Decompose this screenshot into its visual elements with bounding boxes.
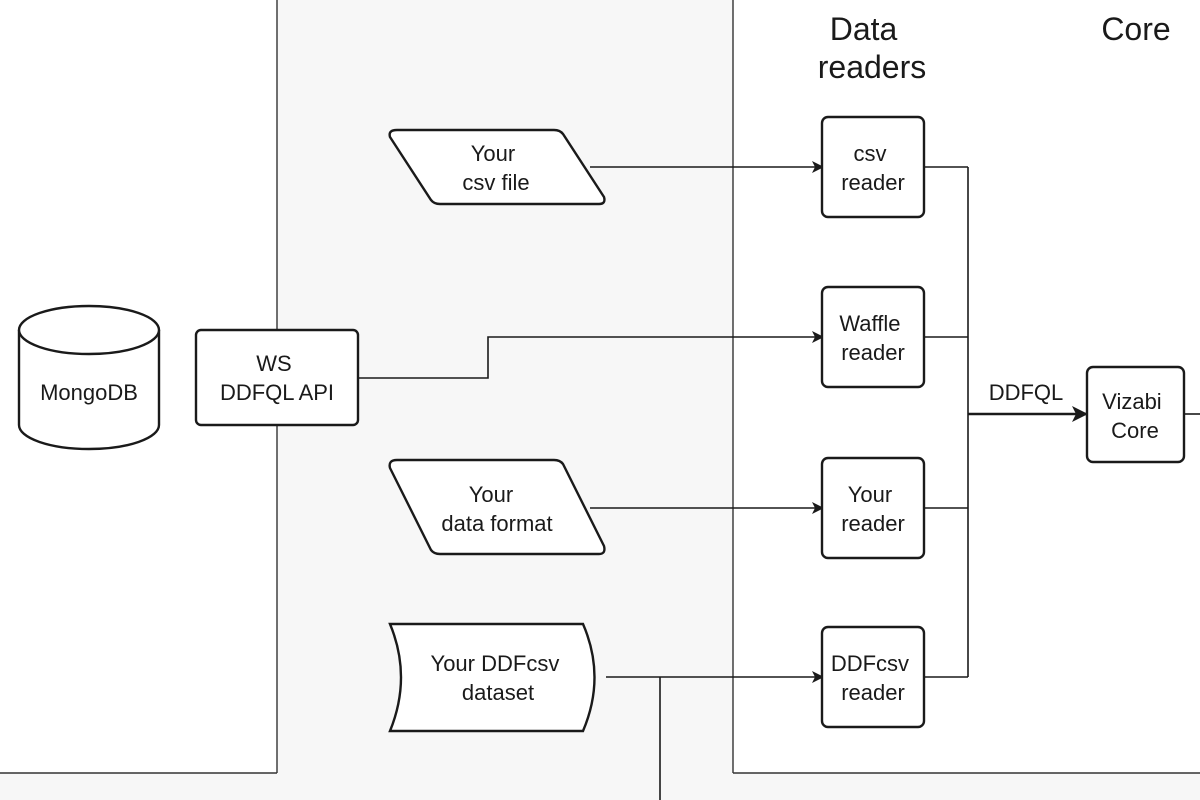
waffle-reader-label: Waffle reader — [839, 311, 906, 365]
csv-file-label: Your csv file — [462, 141, 529, 195]
csv-reader-node: csv reader — [820, 115, 926, 219]
header-data-readers: Data readers — [818, 11, 927, 85]
ddfcsv-reader-node: DDFcsv reader — [820, 625, 926, 729]
ws-ddfql-api-label: WS DDFQL API — [220, 351, 334, 405]
ddfcsv-reader-label: DDFcsv reader — [831, 651, 915, 705]
ws-ddfql-api-node: WS DDFQL API — [194, 328, 360, 427]
data-format-node: Your data format — [388, 458, 606, 556]
waffle-reader-node: Waffle reader — [820, 285, 926, 389]
mongodb-node: MongoDB — [17, 304, 161, 451]
edge-ws-api-to-waffle-reader — [358, 331, 824, 379]
ddfcsv-dataset-label: Your DDFcsv dataset — [431, 651, 566, 705]
vizabi-core-label: Vizabi Core — [1102, 389, 1168, 443]
ddfcsv-dataset-node: Your DDFcsv dataset — [388, 622, 596, 733]
edge-label-ddfql: DDFQL — [989, 380, 1064, 405]
mongodb-label: MongoDB — [40, 380, 138, 405]
csv-reader-label: csv reader — [841, 141, 905, 195]
your-reader-label: Your reader — [841, 482, 905, 536]
bottom-strip — [0, 773, 1200, 800]
vizabi-core-node: Vizabi Core — [1085, 365, 1186, 464]
data-format-label: Your data format — [441, 482, 552, 536]
header-core: Core — [1101, 11, 1170, 47]
your-reader-node: Your reader — [820, 456, 926, 560]
csv-file-node: Your csv file — [388, 128, 606, 206]
